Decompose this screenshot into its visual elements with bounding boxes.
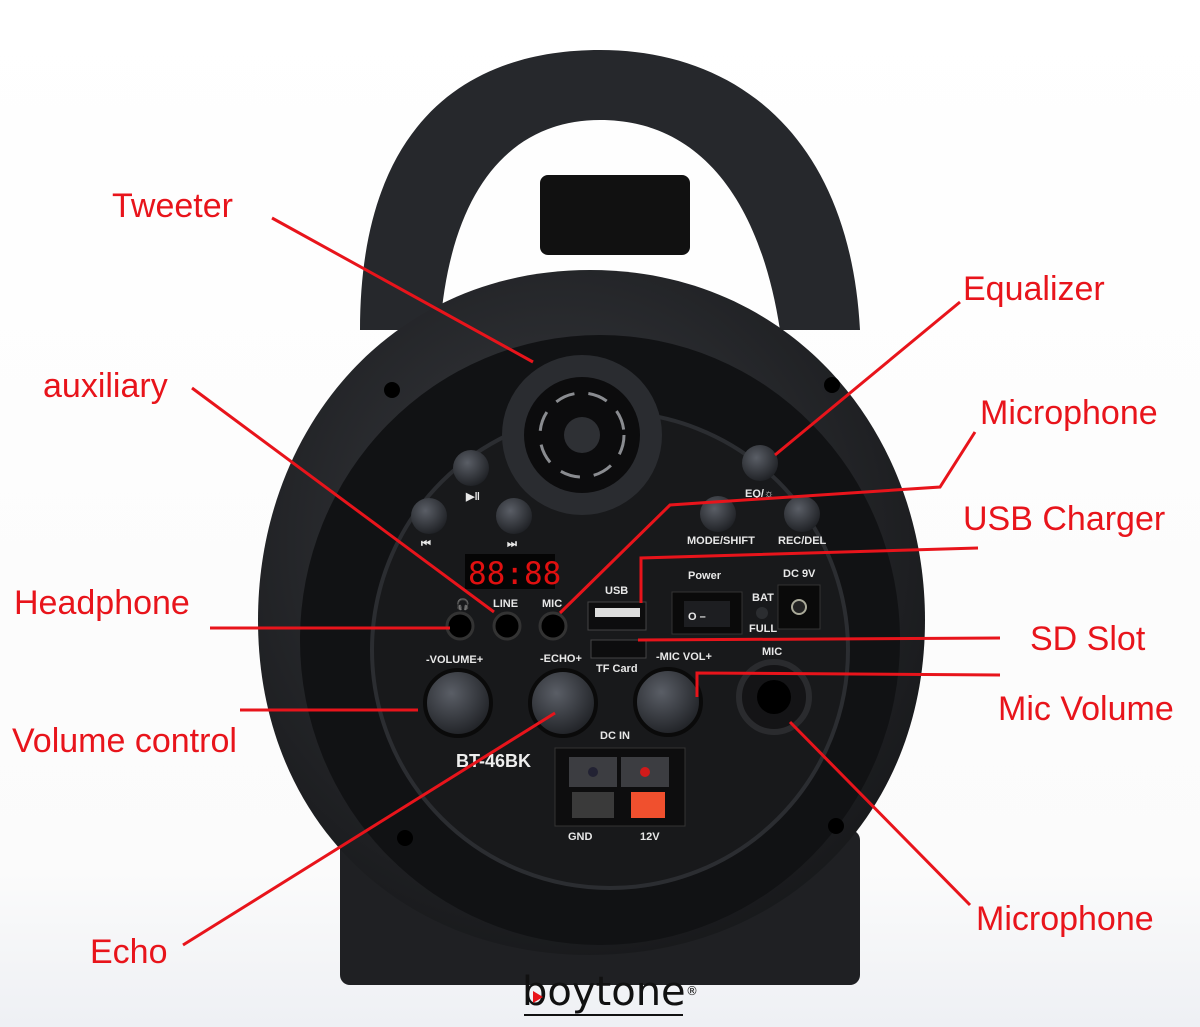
line-label: LINE [493, 598, 518, 610]
tf-card-slot[interactable] [590, 639, 647, 659]
callout-sd-slot: SD Slot [1030, 620, 1146, 658]
rec-del-label: REC/DEL [778, 535, 827, 547]
line-jack[interactable] [492, 611, 522, 641]
12v-terminal-clip[interactable] [631, 792, 665, 818]
bat-label: BAT [752, 592, 774, 604]
mic-label: MIC [542, 598, 562, 610]
callout-tweeter: Tweeter [112, 187, 233, 225]
mic-vol-label: -MIC VOL+ [656, 651, 712, 663]
full-label: FULL [749, 623, 777, 635]
play-triangle-icon [533, 991, 543, 1003]
12v-label: 12V [640, 831, 660, 843]
model-number: BT-46BK [456, 751, 531, 771]
callout-headphone: Headphone [14, 584, 190, 622]
gnd-label: GND [568, 831, 593, 843]
led-display-digits: 88:88 [468, 556, 561, 592]
callout-auxiliary: auxiliary [43, 367, 168, 405]
callout-microphone-top: Microphone [980, 394, 1158, 432]
callout-equalizer: Equalizer [963, 270, 1105, 308]
callout-usb-charger: USB Charger [963, 500, 1165, 538]
dc-in-label: DC IN [600, 730, 630, 742]
eq-label: EQ/☼ [745, 488, 774, 500]
brand-name: boytone [522, 969, 686, 1015]
callout-volume-control: Volume control [12, 722, 237, 760]
mic-volume-knob[interactable] [633, 667, 703, 737]
echo-label: -ECHO+ [540, 653, 582, 665]
usb-label: USB [605, 585, 628, 597]
mode-shift-label: MODE/SHIFT [687, 535, 755, 547]
registered-mark: ® [686, 984, 698, 998]
mic-input-label: MIC [762, 646, 782, 658]
previous-button[interactable] [411, 498, 447, 534]
dc9v-label: DC 9V [783, 568, 816, 580]
power-label: Power [688, 570, 722, 582]
battery-indicator [756, 607, 768, 619]
gnd-terminal-clip[interactable] [572, 792, 614, 818]
headphone-jack[interactable] [445, 611, 475, 641]
led-display [465, 554, 555, 589]
tweeter [502, 355, 662, 515]
mic-jack-small[interactable] [538, 611, 568, 641]
boytone-logo: boytone ® [522, 969, 698, 1016]
volume-knob[interactable] [423, 668, 493, 738]
headphone-icon: 🎧 [456, 598, 470, 611]
leader-lines [182, 216, 1001, 947]
carry-handle [360, 50, 860, 330]
callout-microphone-bottom: Microphone [976, 900, 1154, 938]
rec-del-button[interactable] [784, 496, 820, 532]
play-pause-icon: ▶‖ [465, 491, 480, 503]
volume-label: -VOLUME+ [426, 654, 483, 666]
callout-echo: Echo [90, 933, 168, 971]
callout-mic-volume: Mic Volume [998, 690, 1174, 728]
mode-shift-button[interactable] [700, 496, 736, 532]
play-pause-button[interactable] [453, 450, 489, 486]
next-icon: ⏭ [507, 538, 517, 550]
next-button[interactable] [496, 498, 532, 534]
tf-card-label: TF Card [596, 663, 638, 675]
previous-icon: ⏮ [421, 538, 431, 550]
eq-button[interactable] [742, 445, 778, 481]
handle-strap [540, 175, 690, 255]
echo-knob[interactable] [528, 668, 598, 738]
dc9v-port[interactable] [777, 584, 821, 630]
power-switch-markings: O – [688, 611, 706, 623]
